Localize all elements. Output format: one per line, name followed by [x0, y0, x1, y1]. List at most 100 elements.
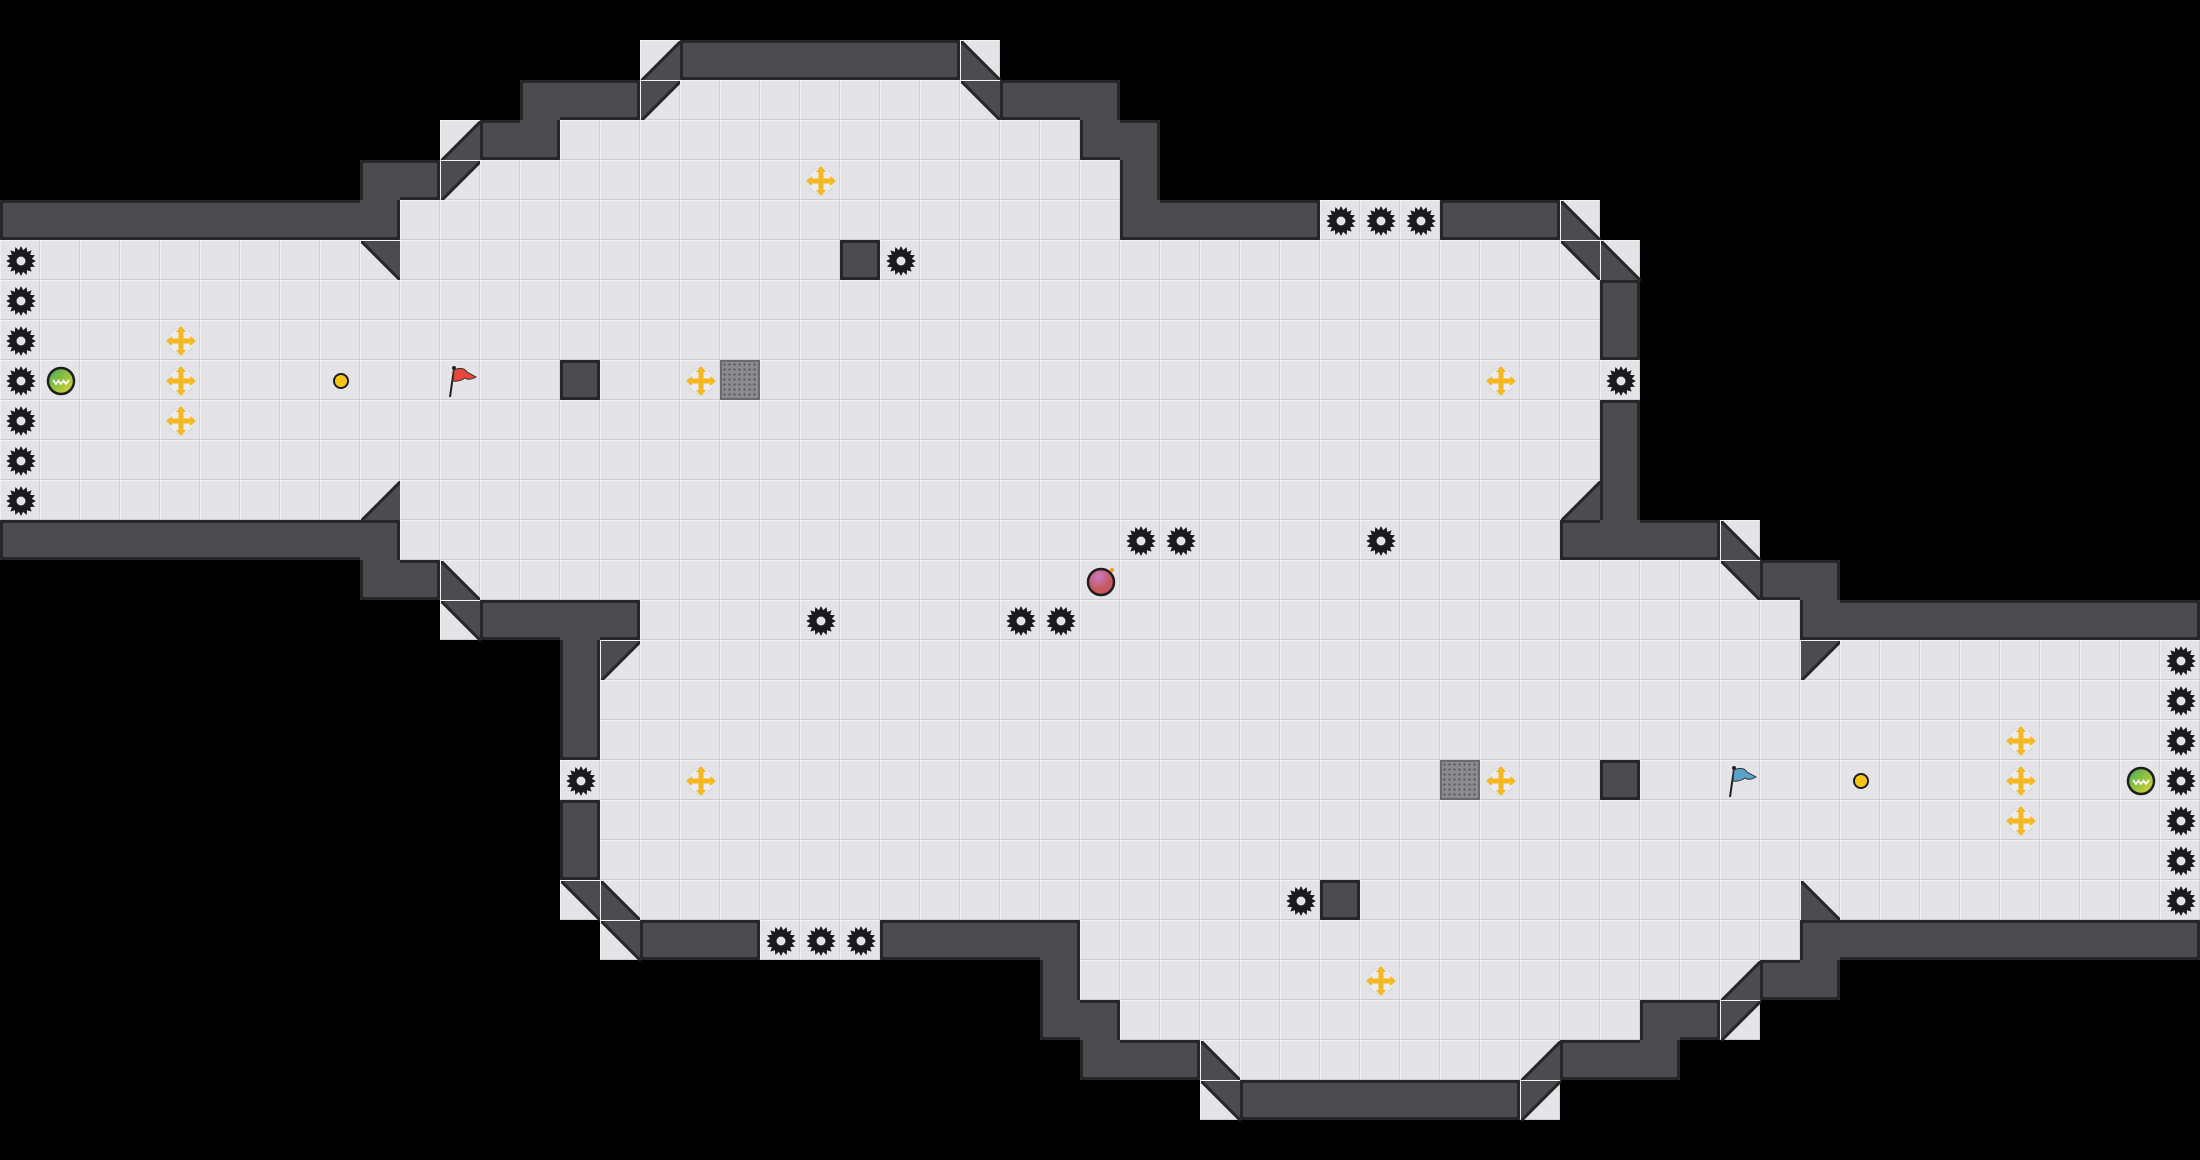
wall-tile [320, 200, 360, 240]
green-ball-icon[interactable] [2120, 760, 2160, 800]
floor-tile [640, 760, 680, 800]
floor-tile [40, 280, 80, 320]
floor-tile [680, 560, 720, 600]
floor-tile [2120, 680, 2160, 720]
floor-tile [1480, 480, 1520, 520]
floor-tile [600, 280, 640, 320]
floor-tile [1280, 760, 1320, 800]
floor-tile [760, 280, 800, 320]
floor-tile [1360, 320, 1400, 360]
floor-tile [1360, 280, 1400, 320]
boost-icon[interactable] [2000, 720, 2040, 760]
floor-tile [1320, 760, 1360, 800]
floor-tile [2040, 680, 2080, 720]
spike-icon [0, 360, 40, 400]
boost-icon[interactable] [1480, 760, 1520, 800]
floor-tile [760, 360, 800, 400]
floor-tile [760, 80, 800, 120]
floor-tile [480, 360, 520, 400]
floor-tile [200, 400, 240, 440]
floor-tile [480, 480, 520, 520]
floor-tile [720, 240, 760, 280]
yellow-dot-icon[interactable] [320, 360, 360, 400]
floor-tile [1840, 800, 1880, 840]
diagonal-wall-tile [600, 640, 641, 681]
boost-icon[interactable] [1480, 360, 1520, 400]
floor-tile [880, 120, 920, 160]
floor-tile [720, 800, 760, 840]
wall-tile [1040, 920, 1080, 960]
floor-tile [920, 800, 960, 840]
boost-icon[interactable] [2000, 760, 2040, 800]
floor-tile [680, 640, 720, 680]
spike-icon [0, 280, 40, 320]
floor-tile [1960, 760, 2000, 800]
floor-tile [1520, 960, 1560, 1000]
floor-tile [840, 440, 880, 480]
wall-tile [680, 920, 720, 960]
floor-tile [840, 560, 880, 600]
floor-tile [1560, 1000, 1600, 1040]
wall-tile [680, 40, 720, 80]
floor-tile [1280, 280, 1320, 320]
floor-tile [1080, 440, 1120, 480]
floor-tile [800, 280, 840, 320]
floor-tile [960, 760, 1000, 800]
boost-icon[interactable] [160, 400, 200, 440]
floor-tile [960, 600, 1000, 640]
boost-icon[interactable] [160, 360, 200, 400]
floor-tile [800, 360, 840, 400]
wall-tile [560, 680, 600, 720]
boost-icon[interactable] [680, 360, 720, 400]
boost-icon[interactable] [2000, 800, 2040, 840]
floor-tile [1280, 920, 1320, 960]
green-ball-icon[interactable] [40, 360, 80, 400]
floor-tile [760, 880, 800, 920]
floor-tile [1640, 680, 1680, 720]
wall-tile [1600, 320, 1640, 360]
bomb-icon[interactable] [1080, 560, 1120, 600]
floor-tile [1280, 1000, 1320, 1040]
floor-tile [1400, 1040, 1440, 1080]
boost-icon[interactable] [160, 320, 200, 360]
wall-tile [1360, 1080, 1400, 1120]
wall-tile [480, 600, 520, 640]
boost-icon[interactable] [800, 160, 840, 200]
floor-tile [640, 560, 680, 600]
floor-tile [680, 800, 720, 840]
floor-tile [200, 280, 240, 320]
floor-tile [1520, 320, 1560, 360]
floor-tile [760, 160, 800, 200]
boost-icon[interactable] [680, 760, 720, 800]
floor-tile [280, 440, 320, 480]
floor-tile [1840, 680, 1880, 720]
wall-tile [720, 40, 760, 80]
diagonal-wall-tile [440, 600, 481, 641]
yellow-dot-icon[interactable] [1840, 760, 1880, 800]
floor-tile [1360, 480, 1400, 520]
floor-tile [40, 240, 80, 280]
blue-flag-icon[interactable] [1720, 760, 1760, 800]
floor-tile [1080, 840, 1120, 880]
floor-tile [280, 280, 320, 320]
floor-tile [1120, 880, 1160, 920]
floor-tile [480, 440, 520, 480]
floor-tile [1600, 880, 1640, 920]
floor-tile [840, 880, 880, 920]
diagonal-wall-tile [1720, 960, 1761, 1001]
floor-tile [1440, 800, 1480, 840]
boost-icon[interactable] [1360, 960, 1400, 1000]
floor-tile [1160, 800, 1200, 840]
floor-tile [1560, 640, 1600, 680]
floor-tile [720, 760, 760, 800]
floor-tile [1080, 160, 1120, 200]
floor-tile [960, 840, 1000, 880]
floor-tile [1520, 880, 1560, 920]
floor-tile [1920, 720, 1960, 760]
floor-tile [480, 240, 520, 280]
floor-tile [640, 680, 680, 720]
floor-tile [240, 280, 280, 320]
diagonal-wall-tile [1720, 520, 1761, 561]
red-flag-icon[interactable] [440, 360, 480, 400]
wall-block [1600, 760, 1640, 800]
